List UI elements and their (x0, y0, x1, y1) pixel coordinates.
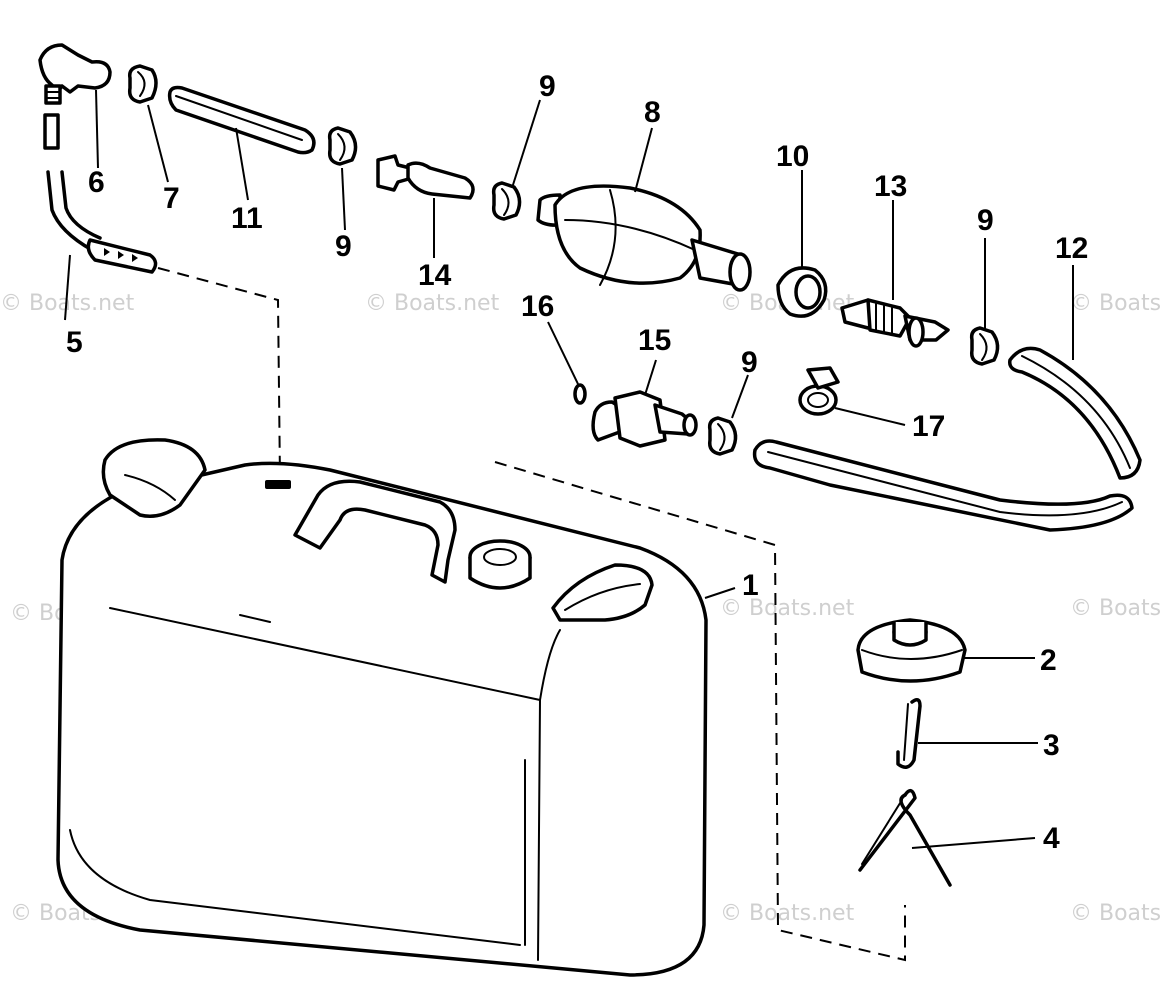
hose-11 (167, 85, 316, 155)
watermark: © Boats.net (720, 901, 855, 926)
fuel-connector-15 (591, 390, 698, 448)
collar-10 (776, 266, 828, 318)
callout-9b: 9 (335, 230, 352, 263)
clamp-7 (127, 64, 158, 104)
callout-7: 7 (163, 182, 180, 215)
check-valve-13 (840, 298, 950, 348)
o-ring-16 (573, 383, 587, 405)
pickup-tube (46, 170, 158, 274)
watermark: © Boats.net (365, 291, 500, 316)
elbow-fitting (38, 43, 112, 150)
assembly-lines (157, 267, 906, 962)
callout-13: 13 (874, 170, 907, 203)
callout-11: 11 (231, 202, 263, 235)
clamp-9d (707, 416, 738, 456)
watermark: © Boats.net (1070, 596, 1161, 621)
hook-3 (896, 698, 922, 769)
callout-2: 2 (1040, 644, 1057, 677)
callout-9c: 9 (977, 204, 994, 237)
callout-3: 3 (1043, 729, 1060, 762)
callout-15: 15 (638, 324, 671, 357)
watermark: © Boats.net (1070, 291, 1161, 316)
callout-9a: 9 (539, 70, 556, 103)
connector-14 (376, 154, 475, 200)
callout-9d: 9 (741, 346, 758, 379)
hose-clamp-17 (798, 366, 840, 416)
callouts: 1 2 3 4 5 6 7 8 9 9 9 9 10 11 12 13 14 1… (66, 70, 1088, 855)
callout-5: 5 (66, 326, 83, 359)
watermark: © Boats.net (720, 596, 855, 621)
clamp-9b (491, 181, 522, 221)
callout-8: 8 (644, 96, 661, 129)
spring-clip-4 (858, 788, 952, 887)
fuel-cap-2 (856, 618, 967, 683)
callout-10: 10 (776, 140, 809, 173)
primer-bulb (536, 184, 752, 292)
callout-4: 4 (1043, 822, 1060, 855)
clamp-9c (969, 326, 1000, 366)
callout-6: 6 (88, 166, 105, 199)
watermark: © Boats.net (1070, 901, 1161, 926)
callout-14: 14 (418, 259, 452, 292)
dashed-line-pickup (157, 267, 281, 481)
callout-17: 17 (912, 410, 945, 443)
callout-1: 1 (742, 569, 759, 602)
callout-12: 12 (1055, 232, 1088, 265)
clamp-9a (327, 126, 358, 166)
dashed-line-cap (494, 461, 906, 962)
callout-16: 16 (521, 290, 554, 323)
leader-lines (64, 89, 1074, 849)
fuel-tank (56, 438, 708, 977)
hose-12 (752, 346, 1142, 532)
